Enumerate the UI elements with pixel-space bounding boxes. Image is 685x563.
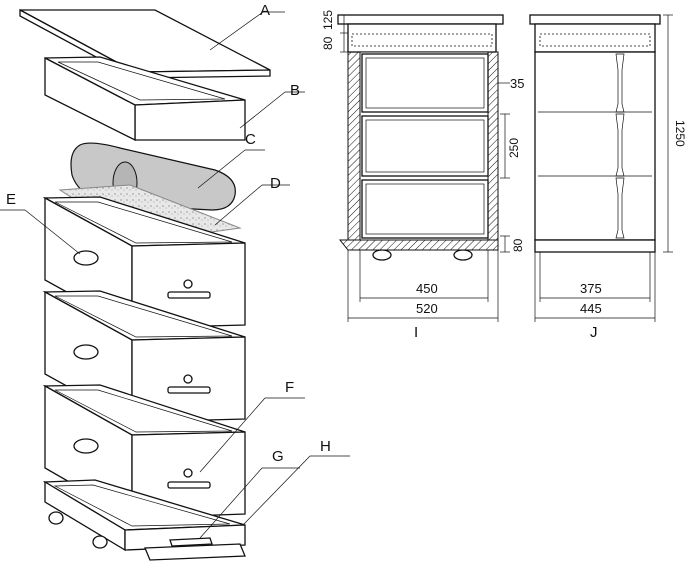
dim-35: 35 <box>510 76 524 91</box>
label-d: D <box>270 175 281 192</box>
section-I-dimensions: 125 80 35 250 80 450 520 I <box>321 10 525 341</box>
dim-375: 375 <box>580 281 602 296</box>
dim-80-top: 80 <box>321 36 335 50</box>
dim-1250: 1250 <box>673 120 685 147</box>
leader-lines <box>0 11 350 539</box>
label-h: H <box>320 438 331 455</box>
label-b: B <box>290 82 300 99</box>
part-labels: A B C D E F G H <box>6 2 331 465</box>
dim-450: 450 <box>416 281 438 296</box>
dim-445: 445 <box>580 301 602 316</box>
hive-base <box>42 479 246 561</box>
dim-250: 250 <box>507 138 521 158</box>
label-e: E <box>6 191 16 208</box>
label-f: F <box>285 379 294 396</box>
label-j: J <box>590 324 598 341</box>
label-a: A <box>260 2 270 19</box>
label-i: I <box>414 324 418 341</box>
dim-80-bottom: 80 <box>511 238 525 252</box>
roof-frame-B <box>44 56 246 142</box>
dim-125: 125 <box>321 10 335 30</box>
section-side-J <box>529 14 661 253</box>
section-J-dimensions: 1250 375 445 J <box>534 14 685 341</box>
handle-hole-icon <box>73 250 99 266</box>
section-front-I <box>337 14 504 261</box>
entrance-slot-icon <box>167 291 211 299</box>
label-g: G <box>272 448 284 465</box>
label-c: C <box>245 131 256 148</box>
dim-520: 520 <box>416 301 438 316</box>
